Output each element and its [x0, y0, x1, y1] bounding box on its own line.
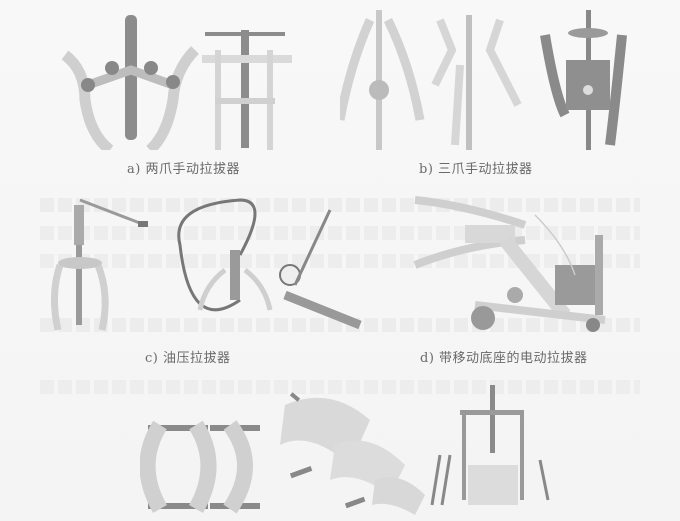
caption-b: b) 三爪手动拉拔器	[419, 162, 533, 177]
electric-mobile-puller-image	[405, 185, 630, 340]
caption-c: c) 油压拉拔器	[145, 351, 231, 366]
hydraulic-puller-image	[40, 185, 370, 340]
three-jaw-puller-image	[340, 5, 660, 150]
caption-d: d) 带移动底座的电动拉拔器	[420, 351, 588, 366]
caption-a: a) 两爪手动拉拔器	[127, 162, 240, 177]
bleed-through-text	[40, 254, 640, 268]
bleed-through-text	[40, 198, 640, 212]
bearing-separator-image	[140, 385, 570, 520]
two-jaw-puller-image	[55, 10, 295, 150]
